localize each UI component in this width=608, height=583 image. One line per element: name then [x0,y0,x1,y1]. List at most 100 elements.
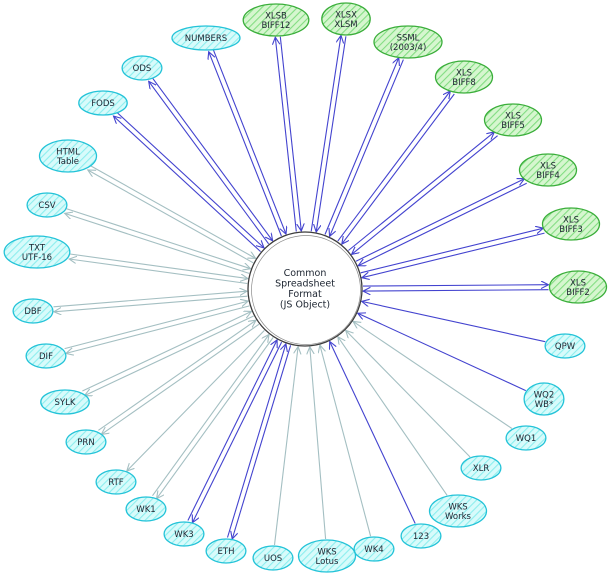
format-node-ssml: SSML(2003/4) [373,25,443,59]
arrow-read-html-table [90,165,255,259]
arrow-write-txt-utf16 [69,259,248,285]
format-node-sylk: SYLK [40,389,90,415]
arrow-write-xlsb-biff12 [275,37,297,232]
arrow-read-xls-biff8 [342,93,455,244]
node-label: WK4 [364,545,383,555]
arrow-read-csv [66,208,250,269]
node-ellipse [548,270,608,304]
node-ellipse [40,389,90,415]
arrow-write-wk1 [157,337,274,499]
format-node-dbf: DBF [12,298,54,324]
node-label: UOS [264,554,282,564]
arrow-read-xlr [346,330,471,458]
node-ellipse [523,382,565,416]
arrow-read-wk1 [152,335,270,497]
node-ellipse [353,536,395,562]
node-ellipse [434,60,494,94]
arrow-read-qpw [362,301,546,343]
format-node-wk1: WK1 [125,496,167,522]
node-ellipse [65,429,107,455]
arrow-read-xlsb-biff12 [279,36,301,231]
node-ellipse [460,455,502,481]
node-ellipse [321,2,371,36]
node-ellipse [205,538,247,564]
arrow-read-wks-lotus [310,347,327,540]
format-node-dif: DIF [25,343,67,369]
arrow-read-xls-biff4 [358,182,527,266]
arrow-read-eth [226,344,286,538]
node-ellipse [26,192,68,218]
arrow-read-ods [152,77,273,241]
arrow-write-dif [66,305,250,354]
format-node-wq1: WQ1 [505,425,547,451]
arrow-write-fods [114,116,261,253]
arrow-read-fods [116,111,264,248]
center-circle-inner-stroke [251,235,361,345]
arrow-read-prn [98,320,256,431]
node-ellipse [12,298,54,324]
arrow-read-uos [273,347,299,546]
node-ellipse [544,333,586,359]
arrow-read-wks-works [338,337,448,496]
node-label: DBF [24,307,41,317]
node-label: QPW [555,342,576,352]
format-node-uos: UOS [252,545,294,571]
arrow-write-ssml [324,58,399,235]
node-ellipse [518,153,578,187]
node-ellipse [297,539,357,573]
format-node-wk3: WK3 [163,521,205,547]
node-ellipse [3,235,71,269]
node-label: XLR [473,464,490,474]
arrow-write-xls-biff4 [355,179,525,262]
arrow-read-xlsx-xlsm [316,36,347,232]
node-label: NUMBERS [185,34,227,44]
node-label: WK1 [136,505,155,515]
format-node-qpw: QPW [544,333,586,359]
node-ellipse [505,425,547,451]
arrow-write-prn [101,323,260,434]
node-ellipse [121,55,163,81]
center-circle [247,231,363,347]
format-node-ods: ODS [121,55,163,81]
node-label: ODS [133,64,152,74]
node-ellipse [171,25,241,51]
node-ellipse [242,3,310,37]
node-label: WQ1 [516,434,537,444]
node-label: FODS [91,99,115,109]
format-node-numbers: NUMBERS [171,25,241,51]
arrow-write-html-table [88,170,254,264]
arrow-read-wk3 [187,340,277,521]
format-node-prn: PRN [65,429,107,455]
node-label: SSML(2003/4) [390,34,427,54]
arrow-read-dif [64,301,249,350]
arrow-read-numbers [212,49,286,234]
arrow-write-csv [65,213,250,274]
arrow-read-123 [330,342,416,524]
node-ellipse [125,496,167,522]
node-ellipse [400,523,442,549]
arrow-read-txt-utf16 [69,253,248,279]
node-ellipse [25,343,67,369]
arrow-read-sylk [82,311,251,392]
node-label: ETH [218,547,235,557]
